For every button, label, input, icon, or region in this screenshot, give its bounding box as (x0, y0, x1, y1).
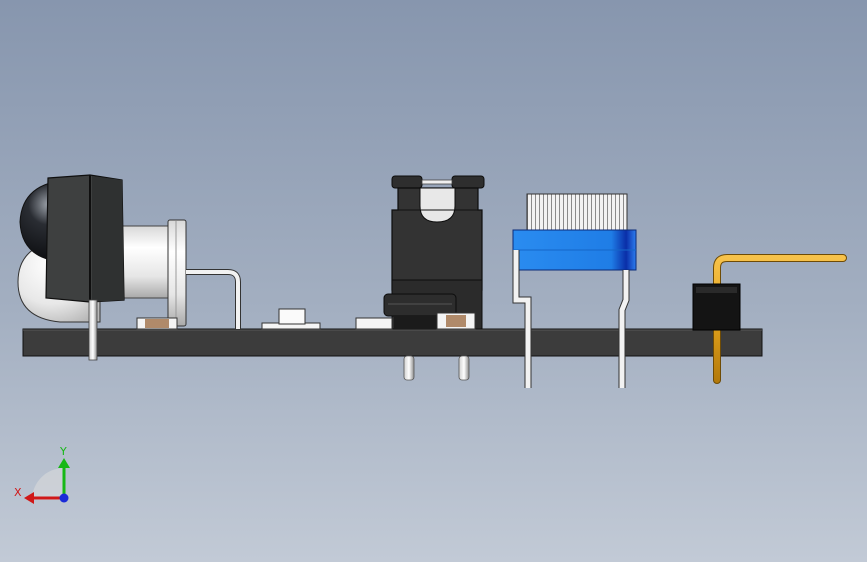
pcb-board (22, 328, 763, 357)
y-axis-label: Y (59, 445, 67, 458)
potentiometer-blue[interactable] (512, 193, 637, 388)
x-axis-label: X (14, 486, 22, 499)
smd-capacitor[interactable] (355, 317, 393, 330)
tactile-switch[interactable] (261, 308, 321, 330)
triad-plane (32, 468, 64, 500)
z-axis-dot (59, 493, 69, 503)
smd-resistor-2[interactable] (436, 312, 476, 330)
right-angle-header-pin[interactable] (692, 254, 847, 384)
smd-resistor-1[interactable] (136, 317, 178, 330)
bnc-connector[interactable] (111, 219, 241, 329)
led-dome[interactable] (17, 174, 125, 361)
smd-inductor[interactable] (383, 293, 457, 329)
coordinate-triad: Y X (14, 445, 70, 504)
